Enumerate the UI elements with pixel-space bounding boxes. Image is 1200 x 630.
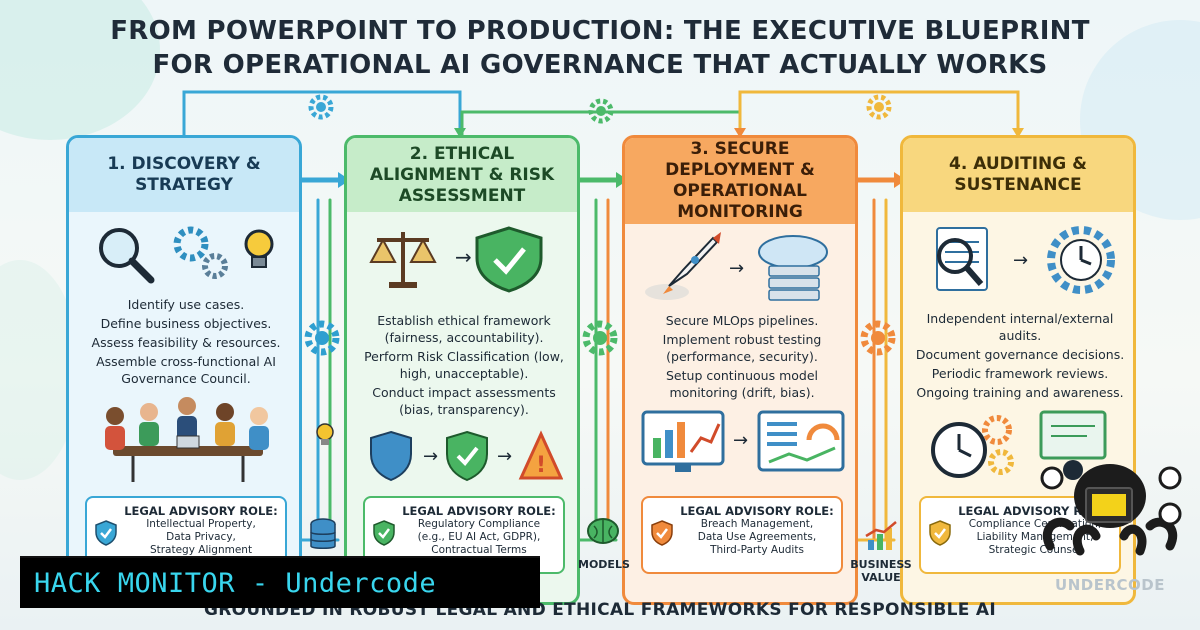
page-title: FROM POWERPOINT TO PRODUCTION: THE EXECU…	[80, 14, 1120, 82]
legal-line: Intellectual Property,	[146, 518, 256, 530]
brain-network-icon	[587, 518, 619, 544]
monitoring-dashboard-icon: →	[641, 410, 845, 472]
svg-text:→: →	[733, 430, 748, 451]
legal-line: Contractual Terms	[431, 544, 527, 556]
risk-assessment-icons: → → !	[370, 430, 563, 482]
rocket-cloud-server-icon: →	[645, 232, 828, 301]
models-label: MODELS	[578, 558, 630, 571]
stage-line: Secure MLOps pipelines.	[665, 313, 819, 328]
legal-line: Strategy Alignment	[149, 544, 253, 556]
stage-line: Setup continuous model monitoring (drift…	[666, 368, 818, 400]
legal-line: Data Privacy,	[166, 531, 236, 543]
gear-icon	[304, 320, 340, 356]
legal-title: LEGAL ADVISORY ROLE:	[958, 504, 1112, 518]
stage-line: Assess feasibility & resources.	[91, 335, 281, 350]
hack-monitor-banner: HACK MONITOR - Undercode	[20, 556, 540, 608]
svg-text:!: !	[536, 453, 546, 478]
title-line-1: FROM POWERPOINT TO PRODUCTION: THE EXECU…	[110, 16, 1090, 46]
stage-line: Define business objectives.	[100, 316, 272, 331]
stage-heading: 2. ETHICAL ALIGNMENT & RISK ASSESSMENT	[347, 138, 577, 212]
stage-line: Conduct impact assessments (bias, transp…	[372, 385, 556, 417]
hacker-octopus-mascot-icon	[1040, 464, 1182, 556]
stage-description: Secure MLOps pipelines. Implement robust…	[635, 312, 849, 403]
stage-heading: 4. AUDITING & SUSTENANCE	[903, 138, 1133, 212]
stage-line: Implement robust testing (performance, s…	[662, 332, 822, 364]
legal-title: LEGAL ADVISORY ROLE:	[402, 504, 556, 518]
gear-shield-icon	[588, 98, 614, 124]
stage-auditing-sustenance: 4. AUDITING & SUSTENANCE → Independent i…	[900, 135, 1136, 605]
legal-line: Liability Management,	[976, 531, 1094, 543]
stage-discovery-strategy: 1. DISCOVERY & STRATEGY Identify use cas…	[66, 135, 302, 605]
gear-icon	[582, 320, 618, 356]
database-icon	[310, 518, 336, 549]
legal-line: Regulatory Compliance	[417, 518, 541, 530]
title-line-2: FOR OPERATIONAL AI GOVERNANCE THAT ACTUA…	[152, 50, 1048, 80]
svg-text:→: →	[497, 446, 512, 467]
stage-line: Identify use cases.	[127, 297, 245, 312]
stage-description: Identify use cases. Define business obje…	[79, 296, 293, 389]
stage-ethical-alignment: 2. ETHICAL ALIGNMENT & RISK ASSESSMENT →…	[344, 135, 580, 605]
stage-line: Assemble cross-functional AI Governance …	[96, 354, 276, 386]
shield-check-icon	[95, 520, 117, 546]
clock-gears-certificate-icon	[931, 410, 1107, 480]
stage-line: Periodic framework reviews.	[931, 366, 1109, 381]
stage-heading: 1. DISCOVERY & STRATEGY	[69, 138, 299, 212]
shield-check-icon	[651, 520, 673, 546]
legal-title: LEGAL ADVISORY ROLE:	[680, 504, 834, 518]
legal-line: Third-Party Audits	[710, 544, 804, 556]
stage-heading: 3. SECURE DEPLOYMENT & OPERATIONAL MONIT…	[625, 138, 855, 224]
stage-line: Perform Risk Classification (low, high, …	[364, 349, 564, 381]
svg-text:→: →	[1013, 250, 1028, 271]
legal-line: Data Use Agreements,	[697, 531, 817, 543]
legal-title: LEGAL ADVISORY ROLE:	[124, 504, 278, 518]
shield-check-icon	[929, 520, 951, 546]
stage-line: Ongoing training and awareness.	[916, 385, 1124, 400]
stage-line: Document governance decisions.	[915, 347, 1125, 362]
stage-line: Independent internal/external audits.	[926, 311, 1114, 343]
shield-check-icon	[373, 520, 395, 546]
legal-line: (e.g., EU AI Act, GDPR),	[417, 531, 541, 543]
svg-text:→: →	[455, 245, 472, 269]
stage-description: Establish ethical framework (fairness, a…	[357, 312, 571, 420]
legal-advisory-box: LEGAL ADVISORY ROLE: Compliance Certific…	[919, 496, 1121, 574]
audit-document-clock-icon: →	[936, 226, 1115, 294]
lightbulb-icon	[316, 423, 334, 445]
growth-chart-icon	[865, 521, 897, 550]
brand-watermark: UNDERCODE	[1055, 576, 1165, 594]
stage-line: Establish ethical framework (fairness, a…	[377, 313, 551, 345]
legal-line: Strategic Counsel	[988, 544, 1082, 556]
gear-icon	[308, 94, 334, 120]
gear-icon	[860, 320, 896, 356]
legal-advisory-box: LEGAL ADVISORY ROLE: Breach Management, …	[641, 496, 843, 574]
scale-to-shield-icon: →	[369, 226, 543, 293]
team-meeting-icon	[105, 397, 269, 482]
stage-description: Independent internal/external audits. Do…	[913, 310, 1127, 403]
business-value-label: BUSINESS VALUE	[850, 558, 912, 584]
gear-icon	[866, 94, 892, 120]
stage-secure-deployment: 3. SECURE DEPLOYMENT & OPERATIONAL MONIT…	[622, 135, 858, 605]
search-gears-bulb-icon	[99, 226, 274, 284]
svg-text:→: →	[423, 446, 438, 467]
svg-text:→: →	[729, 258, 744, 279]
legal-line: Breach Management,	[700, 518, 814, 530]
